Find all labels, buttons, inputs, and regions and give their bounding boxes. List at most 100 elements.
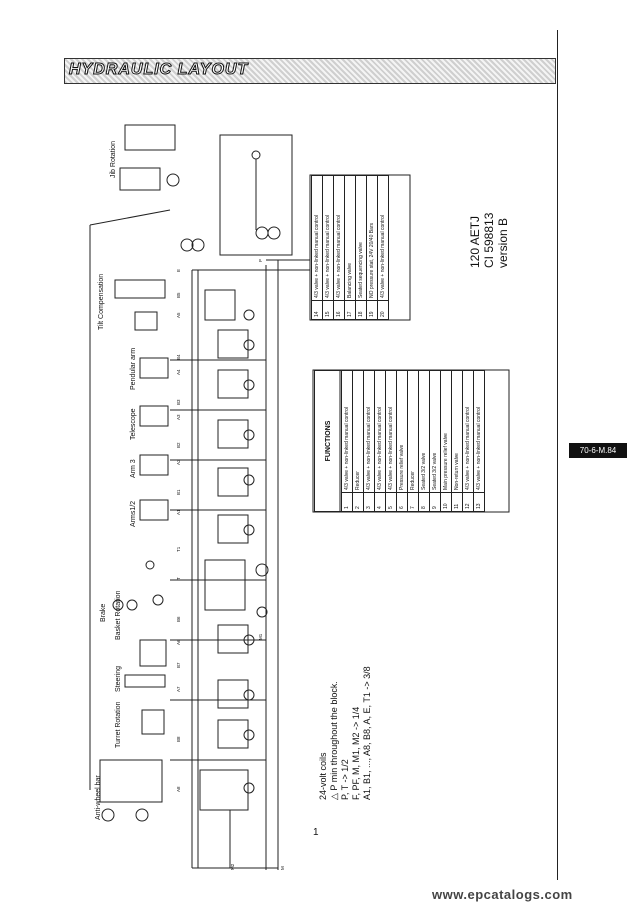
port-label: B2	[176, 442, 181, 448]
label-jib-rotation: Jib Rotation	[110, 141, 117, 178]
functions-table-main	[312, 369, 510, 513]
port-label: A8	[176, 786, 181, 792]
valve-block	[217, 419, 249, 449]
port-label: A2	[176, 459, 181, 465]
model-version: version B	[496, 217, 510, 268]
port-label: A4	[176, 369, 181, 375]
label-anti-wheelbar: Anti-wheel bar	[95, 775, 102, 820]
port-label: A3	[176, 414, 181, 420]
note-coils: 24-volt coils	[318, 752, 328, 800]
label-brake: Brake	[100, 603, 107, 622]
port-label: B3	[176, 399, 181, 405]
port-label: A1	[176, 509, 181, 515]
pump-circle	[180, 238, 194, 252]
label-turret-rotation: Turret Rotation	[115, 701, 122, 748]
label-steering: Steering	[115, 665, 122, 692]
port-label: B8	[176, 736, 181, 742]
section-tab: 70-6-M.84	[569, 443, 627, 458]
port-label: B5	[176, 292, 181, 298]
triangle-icon: △	[329, 790, 339, 800]
model-block: 120 AETJ CI 598813 version B	[468, 213, 510, 268]
valve-block	[217, 679, 249, 709]
valve-block	[204, 559, 246, 611]
pump-circle	[267, 226, 281, 240]
port-label: M2	[230, 863, 235, 870]
footer-watermark: www.epcatalogs.com	[432, 887, 573, 902]
section-title: HYDRAULIC LAYOUT	[68, 61, 249, 79]
port-label: M	[280, 866, 285, 870]
valve-block	[217, 329, 249, 359]
page-number: 1	[313, 827, 319, 838]
label-arm12: Arms1/2	[130, 500, 137, 527]
valve-block	[217, 514, 249, 544]
basket-actuator	[139, 639, 167, 667]
telescope-actuator	[139, 405, 169, 427]
port-label: M1	[258, 633, 263, 640]
port-label: P	[258, 258, 263, 262]
functions-title: FUNCTIONS	[314, 370, 342, 512]
port-label: B1	[176, 489, 181, 495]
notes-block: 24-volt coils △ P min throughout the blo…	[318, 666, 373, 800]
label-tilt-compensation: Tilt Compensation	[98, 273, 105, 330]
valve-block	[217, 467, 249, 497]
valve-block	[217, 624, 249, 654]
port-label: A5	[176, 312, 181, 318]
port-label: B4	[176, 354, 181, 360]
section-header: HYDRAULIC LAYOUT	[64, 58, 556, 84]
label-telescope: Telescope	[130, 408, 137, 440]
port-label: A7	[176, 686, 181, 692]
valve-block	[217, 369, 249, 399]
note-pmin: △ P min throughout the block.	[329, 681, 339, 800]
note-ports2: F, PF, M, M1, M2 -> 1/4	[351, 706, 361, 800]
port-label: T	[176, 577, 181, 580]
steering-cylinder	[124, 674, 166, 688]
functions-table-upper	[309, 174, 411, 321]
antiwheel-block	[99, 759, 163, 803]
model-ci: CI 598813	[482, 212, 496, 268]
port-label: A6	[176, 639, 181, 645]
note-ports3: A1, B1, ..., A8, B8, A, E, T1 -> 3/8	[362, 666, 372, 800]
note-ports1: P, T -> 1/2	[340, 759, 350, 800]
port-label: B6	[176, 616, 181, 622]
valve-block	[204, 289, 236, 321]
port-label: T1	[176, 546, 181, 552]
arm3-actuator	[139, 454, 169, 476]
label-basket-rotation: Basket Rotation	[115, 590, 122, 640]
label-arm3: Arm 3	[130, 459, 137, 478]
valve-block	[217, 719, 249, 749]
label-pendular-arm: Pendular arm	[130, 347, 137, 390]
tilt-cylinder	[114, 279, 166, 299]
table-row: FUNCTIONS	[314, 370, 342, 512]
tank-box	[219, 134, 293, 256]
valve-block	[199, 769, 249, 811]
turret-motor	[141, 709, 165, 735]
pump-circle	[191, 238, 205, 252]
pendular-actuator	[139, 357, 169, 379]
page-margin-rule	[557, 30, 558, 880]
jib-actuator	[124, 124, 176, 151]
arm12-actuator	[139, 499, 169, 521]
port-label: B7	[176, 662, 181, 668]
